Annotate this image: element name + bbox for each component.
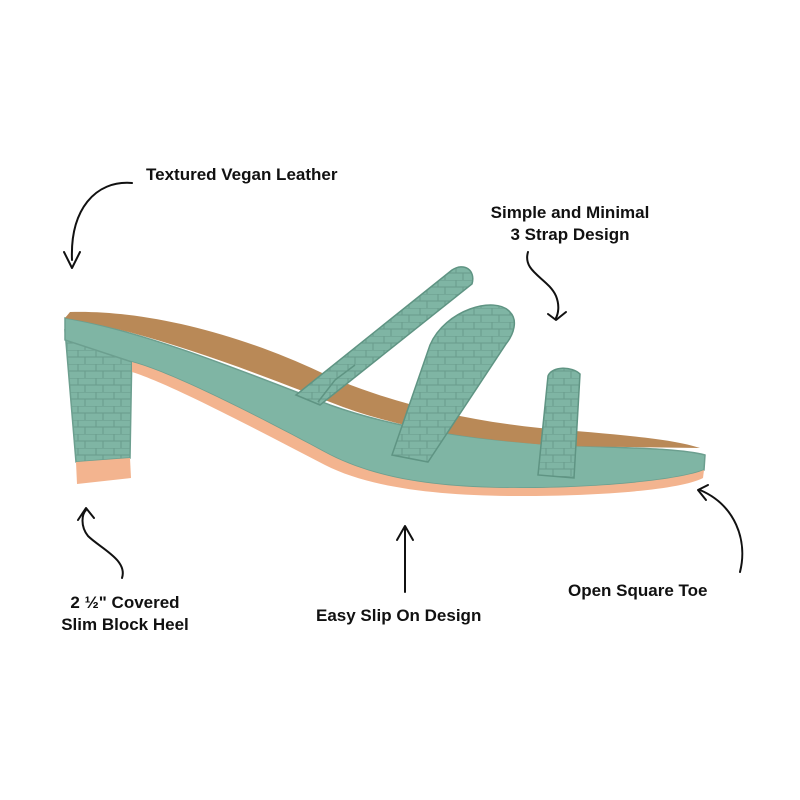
callout-strap-design-line1: Simple and Minimal	[490, 203, 650, 222]
callout-slip-on: Easy Slip On Design	[316, 606, 482, 625]
callout-heel-line1: 2 ½" Covered	[70, 593, 180, 612]
block-heel	[64, 328, 133, 484]
insole	[65, 311, 700, 448]
callout-strap-design-line2: 3 Strap Design	[510, 225, 630, 244]
arrow-icon	[396, 525, 414, 593]
arrow-icon	[526, 251, 567, 321]
middle-strap	[391, 304, 516, 463]
callout-heel: 2 ½" Covered Slim Block Heel	[40, 592, 210, 636]
arrow-icon	[697, 484, 744, 573]
callout-square-toe: Open Square Toe	[568, 581, 708, 600]
callout-textured-vegan-leather: Textured Vegan Leather	[146, 165, 338, 184]
arrow-icon	[77, 507, 124, 579]
callout-strap-design: Simple and Minimal 3 Strap Design	[470, 202, 670, 246]
arrow-icon	[63, 181, 133, 269]
rear-strap	[294, 266, 474, 406]
callout-heel-line2: Slim Block Heel	[61, 615, 189, 634]
toe-strap	[537, 367, 581, 479]
